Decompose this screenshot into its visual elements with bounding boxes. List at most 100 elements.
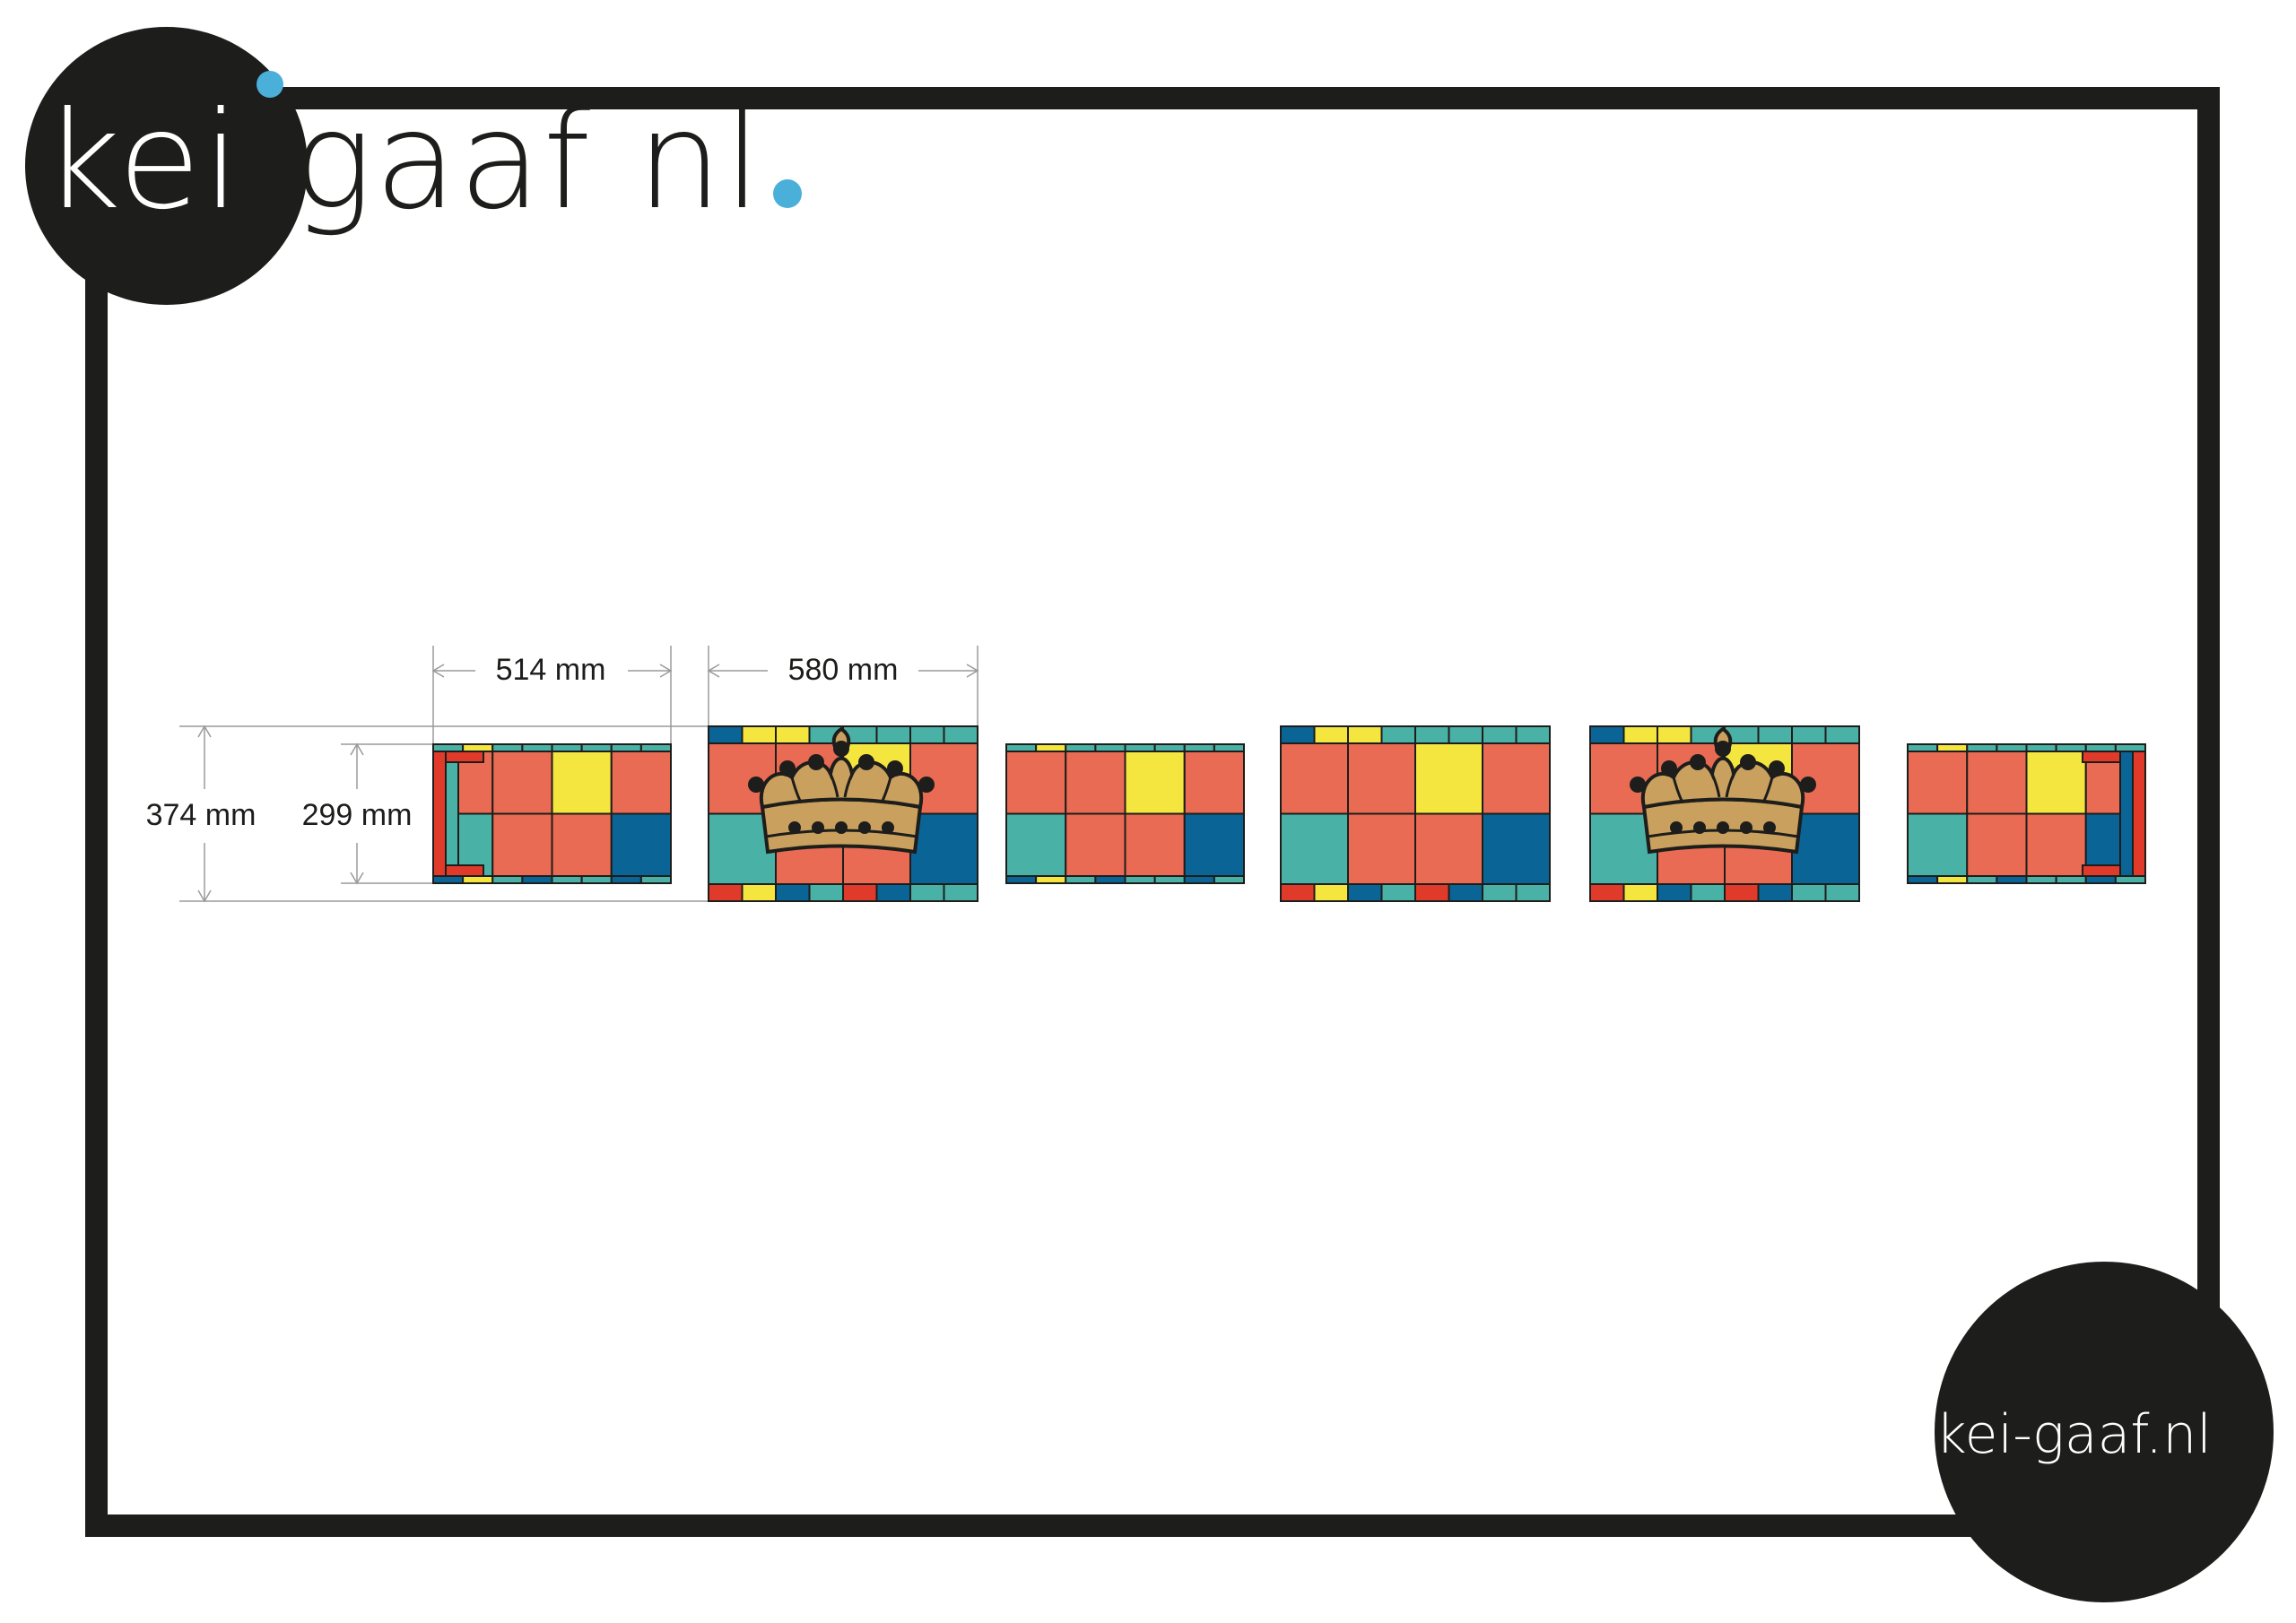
border-cell-top <box>2025 743 2057 752</box>
main-cell <box>1005 812 1067 877</box>
border-cell-top <box>1183 743 1215 752</box>
main-cell <box>1907 751 1969 815</box>
main-cell <box>1414 742 1483 815</box>
border-cell-top <box>1347 725 1383 744</box>
main-cell <box>2025 812 2087 877</box>
main-cell <box>1907 812 1969 877</box>
crown-jewel <box>1763 821 1776 834</box>
border-cell-top <box>775 725 811 744</box>
main-cell <box>1280 742 1349 815</box>
end-bracket <box>445 751 484 763</box>
end-bracket <box>2082 864 2121 877</box>
crown-pearl <box>858 754 874 770</box>
border-cell-top <box>708 725 744 744</box>
crown-jewel <box>1717 821 1729 834</box>
border-cell-bottom <box>1347 883 1383 902</box>
border-cell-bottom <box>1936 875 1969 884</box>
border-cell-bottom <box>1094 875 1126 884</box>
border-cell-bottom <box>1153 875 1186 884</box>
border-cell-bottom <box>1065 875 1097 884</box>
border-cell-top <box>551 743 583 752</box>
border-cell-bottom <box>1482 883 1518 902</box>
main-cell <box>551 751 613 815</box>
crown-pearl <box>833 741 849 757</box>
main-cell <box>2025 751 2087 815</box>
border-cell-top <box>639 743 672 752</box>
border-cell-top <box>1313 725 1349 744</box>
border-cell-top <box>1515 725 1551 744</box>
border-cell-top <box>1448 725 1483 744</box>
border-cell-top <box>1657 725 1692 744</box>
main-cell <box>1124 812 1186 877</box>
border-cell-top <box>1153 743 1186 752</box>
logo-bottom-circle <box>1935 1262 2274 1602</box>
logo-top-dot-icon <box>257 71 283 98</box>
border-cell-top <box>909 725 945 744</box>
main-cell <box>1966 812 2028 877</box>
dim-height-large-label: 374 mm <box>146 798 257 832</box>
main-cell <box>1280 812 1349 885</box>
panels-group <box>432 725 2146 902</box>
border-cell-bottom <box>1824 883 1860 902</box>
border-cell-top <box>1936 743 1969 752</box>
crown-pearl <box>1661 760 1677 777</box>
border-cell-bottom <box>1907 875 1939 884</box>
dimension-lines <box>179 646 979 903</box>
crown-pearl <box>918 777 935 793</box>
border-cell-top <box>741 725 777 744</box>
crown-jewel <box>882 821 894 834</box>
border-cell-bottom <box>1966 875 1998 884</box>
main-cell <box>1065 751 1126 815</box>
border-cell-bottom <box>1448 883 1483 902</box>
border-cell-top <box>1824 725 1860 744</box>
border-cell-top <box>1907 743 1939 752</box>
crown-arch-lines <box>1672 773 1774 803</box>
border-cell-top <box>1791 725 1827 744</box>
border-cell-bottom <box>551 875 583 884</box>
end-bar <box>432 751 447 877</box>
border-cell-bottom <box>491 875 524 884</box>
border-cell-bottom <box>1996 875 2028 884</box>
end-bar <box>2119 751 2134 877</box>
border-cell-top <box>1589 725 1625 744</box>
border-cell-top <box>1280 725 1316 744</box>
main-cell <box>1347 742 1416 815</box>
border-cell-bottom <box>909 883 945 902</box>
border-cell-top <box>1094 743 1126 752</box>
border-cell-bottom <box>808 883 844 902</box>
border-cell-bottom <box>1005 875 1038 884</box>
crown-band-line <box>765 829 918 838</box>
logo-bottom: kei-gaaf.nl <box>1935 1403 2212 1466</box>
window-panel-2 <box>708 725 978 902</box>
border-cell-bottom <box>1757 883 1793 902</box>
logo-top-part3: nl <box>636 83 763 239</box>
border-cell-top <box>1966 743 1998 752</box>
border-cell-bottom <box>580 875 613 884</box>
window-panel-4 <box>1280 725 1551 902</box>
window-panel-5 <box>1589 725 1860 902</box>
main-cell <box>1414 812 1483 885</box>
crown-band-line <box>1647 829 1799 838</box>
border-cell-bottom <box>1313 883 1349 902</box>
logo-top: kei-gaaf nl <box>43 94 763 229</box>
main-cell <box>1791 812 1860 885</box>
logo-top-part1: kei <box>43 83 242 239</box>
main-cell <box>1065 812 1126 877</box>
crown-icon <box>1630 726 1816 855</box>
crown-pearl <box>887 760 903 777</box>
border-cell-top <box>1124 743 1156 752</box>
border-cell-top <box>1757 725 1793 744</box>
border-cell-top <box>2084 743 2117 752</box>
border-cell-top <box>1996 743 2028 752</box>
border-cell-bottom <box>610 875 642 884</box>
border-cell-top <box>1622 725 1658 744</box>
border-cell-bottom <box>1791 883 1827 902</box>
border-cell-top <box>521 743 553 752</box>
crown-pearl <box>1769 760 1785 777</box>
window-panel-6 <box>1907 743 2146 884</box>
border-cell-top <box>580 743 613 752</box>
main-cell <box>1482 812 1551 885</box>
crown-pearl <box>1630 777 1646 793</box>
main-cell <box>1124 751 1186 815</box>
end-bar <box>445 751 459 877</box>
